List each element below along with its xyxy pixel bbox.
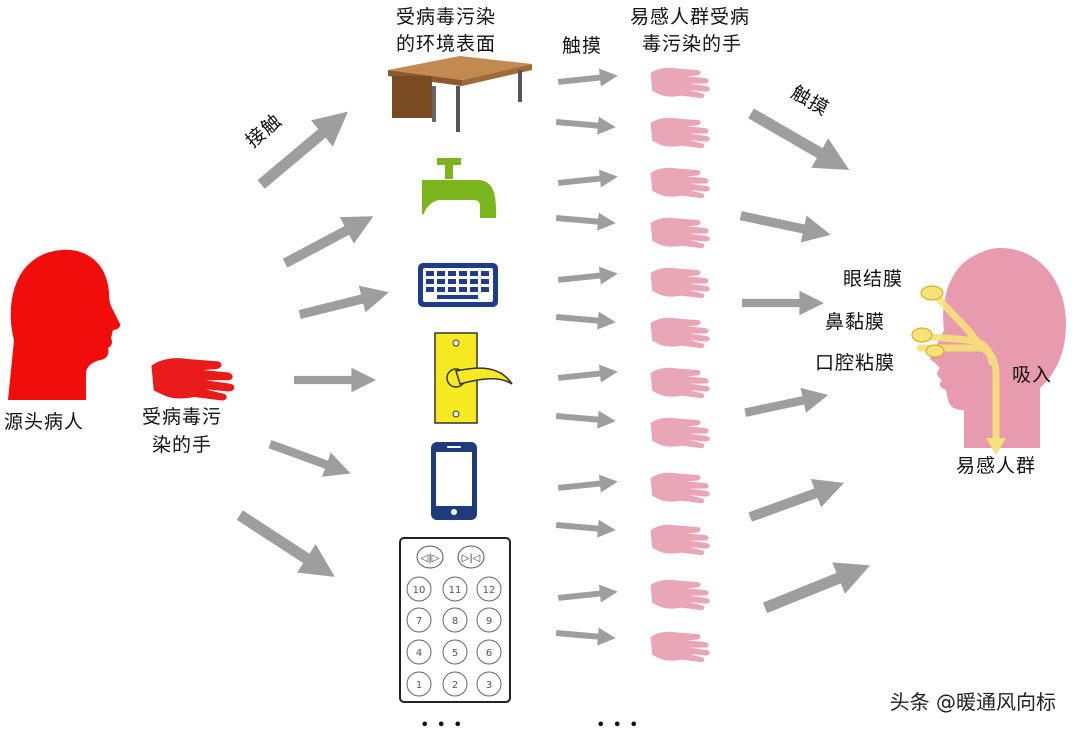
touch-arrow	[557, 582, 619, 607]
label-inhale: 吸入	[1012, 364, 1053, 386]
label-susceptible-hands-line1: 易感人群受病	[630, 6, 751, 28]
remote-key	[406, 671, 432, 697]
touch-arrow	[557, 264, 619, 289]
pink-hand-icon	[650, 67, 710, 99]
touch-arrow	[555, 515, 617, 540]
remote-key-label: 4	[416, 648, 422, 659]
touch-arrow	[555, 307, 617, 332]
remote-key	[442, 639, 468, 665]
pink-hand-icon	[650, 367, 710, 399]
conjunctiva-marker	[920, 285, 944, 301]
door-handle-icon	[434, 332, 513, 424]
pink-hand-icon	[650, 317, 710, 349]
remote-key-label: 3	[486, 680, 492, 691]
remote-key-label: 8	[452, 616, 458, 627]
contaminated-hand-icon	[151, 358, 235, 401]
pink-hand-icon	[650, 579, 710, 611]
touch-arrows	[555, 66, 619, 648]
remote-key-label: 11	[449, 585, 462, 596]
label-conjunctiva: 眼结膜	[843, 268, 904, 290]
ellipsis-left: • • •	[420, 715, 464, 734]
faucet-icon	[422, 158, 496, 218]
ellipsis-mid: • • •	[596, 715, 640, 734]
pink-hand-icon	[650, 217, 710, 249]
label-surface-line2: 的环境表面	[396, 33, 497, 55]
source-patient-head-icon	[8, 249, 121, 400]
remote-key-label: 12	[483, 585, 496, 596]
pink-hand-icon	[650, 267, 710, 299]
remote-key	[442, 607, 468, 633]
remote-key-label: 5	[452, 648, 458, 659]
touch-arrow	[557, 167, 619, 192]
pink-hand-icon	[650, 167, 710, 199]
pink-hand-icon	[650, 524, 710, 556]
remote-key-label: 2	[452, 680, 458, 691]
oral-marker	[925, 344, 945, 358]
label-susceptible-people: 易感人群	[956, 455, 1037, 477]
smartphone-icon	[431, 442, 477, 520]
label-contaminated-hand-line2: 染的手	[152, 434, 213, 456]
touch-arrow	[557, 66, 619, 91]
remote-button-label: ◁|▷	[421, 553, 440, 564]
remote-key	[406, 607, 432, 633]
airflow-arrowhead-icon	[986, 438, 1006, 455]
remote-key-label: 9	[486, 616, 492, 627]
remote-key	[476, 576, 502, 602]
remote-key	[406, 576, 432, 602]
susceptible-hands-column	[650, 67, 710, 663]
touch-arrow	[557, 362, 619, 387]
contact-arrows	[230, 98, 393, 592]
pink-hand-icon	[650, 472, 710, 504]
touch-arrow	[557, 472, 619, 497]
airflow-paths	[916, 288, 1000, 444]
label-touch-top: 触摸	[562, 35, 603, 57]
touch-arrow	[555, 623, 617, 648]
label-susceptible-hands-line2: 毒污染的手	[642, 33, 743, 55]
pink-hand-icon	[650, 117, 710, 149]
remote-key	[442, 576, 468, 602]
watermark: 头条 @暖通风向标	[889, 690, 1056, 714]
remote-key	[476, 639, 502, 665]
nasal-marker	[911, 327, 933, 343]
label-oral-mucosa: 口腔粘膜	[815, 352, 896, 374]
pink-hand-icon	[650, 417, 710, 449]
remote-key	[442, 671, 468, 697]
touch-arrow	[555, 208, 617, 233]
remote-key-label: 6	[486, 648, 492, 659]
desk-icon	[388, 56, 532, 132]
keyboard-icon	[418, 263, 498, 307]
touch-arrow	[555, 112, 617, 137]
touch-arrow	[555, 406, 617, 431]
remote-key	[476, 671, 502, 697]
remote-key-label: 1	[416, 680, 422, 691]
susceptible-person-head-icon	[930, 248, 1066, 448]
label-surface-line1: 受病毒污染	[396, 6, 497, 28]
remote-button-label: ▷|◁	[462, 553, 481, 564]
remote-key-label: 10	[413, 585, 426, 596]
remote-key	[406, 639, 432, 665]
label-source-patient: 源头病人	[4, 411, 85, 433]
remote-key	[476, 607, 502, 633]
remote-key-label: 7	[416, 616, 422, 627]
pink-hand-icon	[650, 631, 710, 663]
label-nasal-mucosa: 鼻黏膜	[825, 311, 886, 333]
label-contaminated-hand-line1: 受病毒污	[142, 406, 223, 428]
